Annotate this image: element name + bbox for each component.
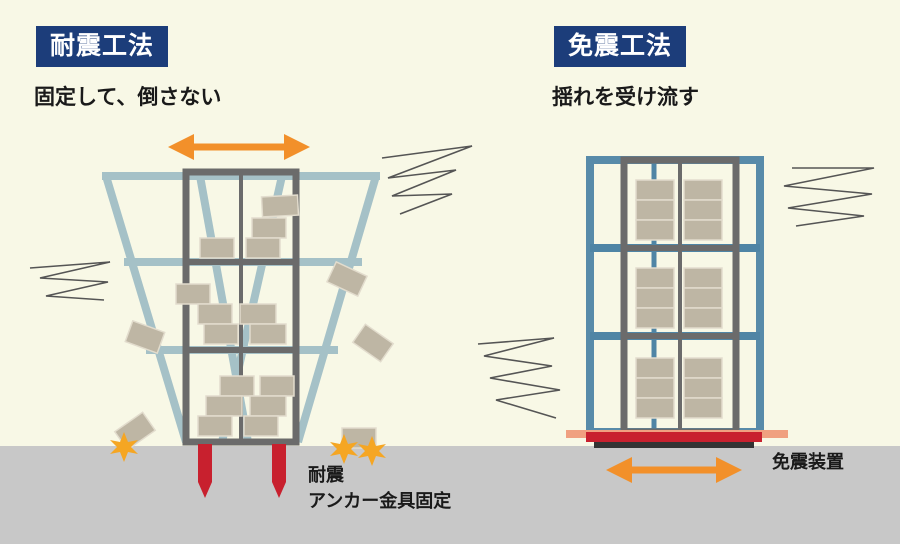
seismic-method-subtitle: 固定して、倒さない (34, 85, 222, 109)
isolation-method-badge: 免震工法 (554, 26, 687, 67)
rack-boxes-right (635, 179, 723, 419)
falling-boxes (113, 260, 395, 451)
rack-boxes-left (175, 194, 300, 437)
impact-sparks (110, 432, 386, 466)
shake-lines-left (29, 145, 473, 301)
sway-arrow-left (168, 134, 310, 160)
ground (0, 446, 900, 544)
isolation-device (566, 430, 788, 448)
anchor-bolts (198, 444, 286, 498)
seismic-method-badge: 耐震工法 (36, 26, 169, 67)
anchor-label-line2: アンカー金具固定 (308, 491, 452, 512)
isolation-method-subtitle: 揺れを受け流す (552, 85, 699, 109)
isolation-device-label: 免震装置 (772, 452, 844, 473)
shake-lines-right (477, 167, 875, 419)
anchor-label-line1: 耐震 (308, 465, 344, 486)
sway-arrow-right (606, 457, 742, 483)
